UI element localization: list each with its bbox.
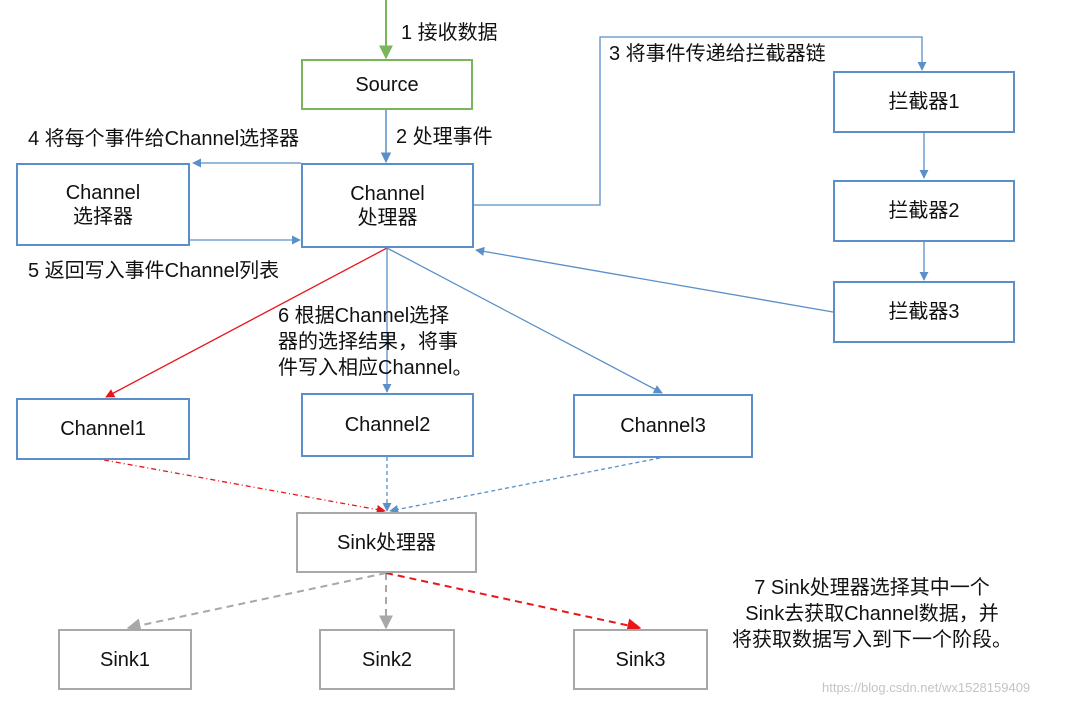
arrow-channel1-to-sink-processor [103,459,386,515]
step4-label: 4 将每个事件给Channel选择器 [28,128,300,150]
sink3-box: Sink3 [573,629,708,690]
interceptor1-box: 拦截器1 [833,71,1015,133]
arrow-sink-processor-to-sink3 [385,572,642,633]
step7-label: 7 Sink处理器选择其中一个 Sink去获取Channel数据，并 将获取数据… [732,577,1012,651]
arrow-sink-processor-to-sink1 [126,572,387,633]
step2-label: 2 处理事件 [396,126,493,148]
watermark: https://blog.csdn.net/wx1528159409 [822,680,1031,695]
sink-processor-box: Sink处理器 [296,512,477,573]
step3-label: 3 将事件传递给拦截器链 [609,43,826,65]
arrow-interceptor3-to-processor [475,246,834,313]
arrow-processor-to-channel3 [386,247,663,394]
channel2-box: Channel2 [301,393,474,457]
step6-label: 6 根据Channel选择 器的选择结果，将事 件写入相应Channel。 [278,305,473,379]
interceptor3-box: 拦截器3 [833,281,1015,343]
sink2-box: Sink2 [319,629,455,690]
arrow-processor-to-channel1 [105,247,388,398]
channel-selector-box: Channel 选择器 [16,163,190,246]
channel-processor-box: Channel 处理器 [301,163,474,248]
interceptor2-box: 拦截器2 [833,180,1015,242]
channel3-box: Channel3 [573,394,753,458]
arrow-channel3-to-sink-processor [389,457,661,514]
source-box: Source [301,59,473,110]
arrow-processor-to-interceptors [474,36,927,206]
sink1-box: Sink1 [58,629,192,690]
step5-label: 5 返回写入事件Channel列表 [28,260,280,282]
step1-label: 1 接收数据 [401,22,498,44]
channel1-box: Channel1 [16,398,190,460]
